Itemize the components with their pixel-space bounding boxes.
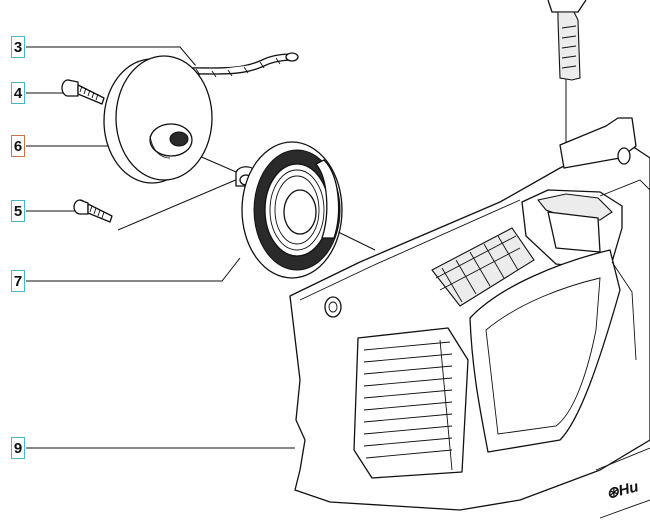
callout-3[interactable]: 3 [11, 36, 25, 58]
rope-pulley-part [103, 52, 299, 184]
starter-housing-part [289, 117, 650, 519]
callout-7[interactable]: 7 [11, 270, 25, 292]
callout-6[interactable]: 6 [11, 135, 25, 157]
callout-4[interactable]: 4 [11, 82, 25, 104]
leader-line-7 [26, 257, 241, 282]
callout-5[interactable]: 5 [11, 200, 25, 222]
screw-part-4 [61, 79, 105, 105]
screwdriver-tool [547, 0, 587, 81]
screw-part-5 [73, 199, 113, 223]
callout-9[interactable]: 9 [11, 437, 25, 459]
leader-line-3 [26, 46, 197, 67]
spring-cassette-part [235, 141, 343, 279]
